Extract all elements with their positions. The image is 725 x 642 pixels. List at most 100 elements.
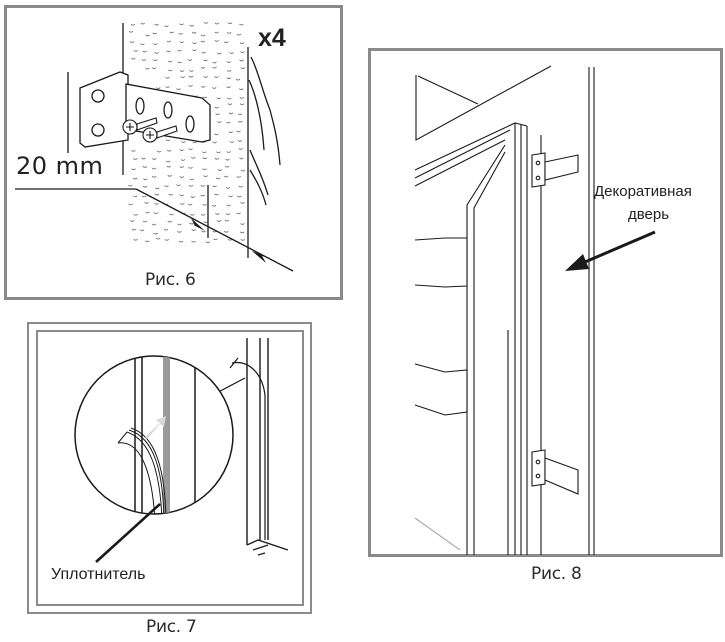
wall-texture-dash [151,223,157,226]
wall-texture-dash [154,187,160,190]
wall-texture-dash [223,230,229,233]
wall-texture-dash [165,76,170,79]
wall-texture-dash [151,167,157,170]
slot-1 [135,97,145,115]
wall-texture-dash [240,67,246,70]
wall-texture-dash [153,212,159,214]
magnifier-circle [74,355,234,515]
wall-texture-dash [144,201,149,204]
wall-texture-dash [202,168,207,171]
wall-texture-dash [153,232,159,235]
seal-gasket [117,427,167,514]
wall-texture-dash [211,87,217,89]
wall-texture-dash [214,40,220,42]
wall-texture-dash [226,121,231,124]
wall-texture-dash [237,140,243,142]
wall-texture-dash [133,49,139,52]
wall-texture-dash [212,185,217,188]
wall-texture-dash [239,42,245,45]
wall-texture-dash [213,238,218,241]
wall-texture-dash [154,23,159,26]
wall-texture-dash [177,49,182,52]
wall-texture-dash [188,184,194,187]
wall-texture-dash [151,67,157,70]
wall-texture-dash [154,52,159,54]
wall-texture-dash [131,168,136,171]
decorative-door-label-line2: дверь [628,206,670,223]
wall-texture-dash [141,157,146,160]
wall-texture-dash [214,22,220,25]
wall-texture-dash [214,76,219,78]
wall-texture-dash [200,85,206,88]
depth-line [135,188,294,272]
wall-texture-dash [165,86,170,88]
bracket [79,71,211,148]
wall-texture-dash [227,103,233,106]
wall-texture-dash [217,121,222,123]
screw-head-plate-2 [91,123,105,137]
wall-texture-dash [166,40,172,43]
wall-texture-dash [190,156,196,159]
wall-texture-dash [144,240,150,243]
wall-texture-dash [205,241,211,244]
wall-texture-dash [188,148,193,151]
hinge-top [531,152,579,188]
wall-texture-dash [212,61,217,64]
wall-texture-dash [145,67,150,70]
wall-texture-dash [166,50,172,53]
wall-texture-dash [200,40,206,43]
wall-texture-dash [200,34,206,37]
wall-texture-dash [132,177,138,180]
wall-texture-dash [225,186,231,189]
dimension-arrows [188,218,270,263]
wall-texture-dash [211,204,217,207]
wall-texture-dash [189,178,195,181]
wall-texture-dash [165,139,171,142]
wall-texture-dash [226,61,232,63]
wall-texture-dash [143,178,148,181]
wall-texture-dash [169,31,175,34]
wall-texture-dash [179,23,184,26]
figure-8-caption: Рис. 8 [531,564,582,584]
wall-texture-dash [215,213,220,215]
wall-texture-dash [133,238,139,241]
wall-texture-dash [216,52,222,55]
wall-texture-dash [164,25,169,27]
wall-texture-dash [180,76,186,78]
wall-texture-dash [128,30,134,33]
wall-texture-dash [240,169,246,172]
wall-texture-dash [225,213,231,215]
distance-label: 20 mm [16,152,104,180]
wall-texture-dash [214,106,220,109]
wall-edge-lines [122,23,281,258]
wall-texture-dash [214,157,220,160]
magnifier-contents [117,356,196,514]
wall-texture-dash [168,193,174,196]
wall-texture-dash [133,158,138,160]
wall-texture-dash [228,131,234,134]
wall-texture-dash [192,49,197,51]
wall-texture-dash [130,23,136,26]
wall-texture-dash [140,22,146,25]
wall-texture-dash [176,184,181,187]
screw-head-plate-1 [91,89,105,103]
arrow-head-1 [188,218,205,231]
slot-3 [185,115,195,133]
wall-texture-dash [226,69,232,72]
wall-texture-dash [142,185,148,188]
wall-texture-dash [187,59,193,61]
wall-texture-dash [214,31,219,34]
push-arrow [145,416,166,439]
wall-texture-dash [189,24,195,27]
wall-texture-dash [240,51,245,54]
wall-texture-dash [189,69,194,72]
wall-texture-dash [154,202,159,205]
cabinet-grain-1 [250,56,281,166]
wall-texture-dash [155,237,161,240]
wall-texture-dash [151,158,157,160]
wall-texture-dash [167,69,173,72]
wall-texture-dash [190,196,196,198]
wall-texture-dash [128,184,133,187]
